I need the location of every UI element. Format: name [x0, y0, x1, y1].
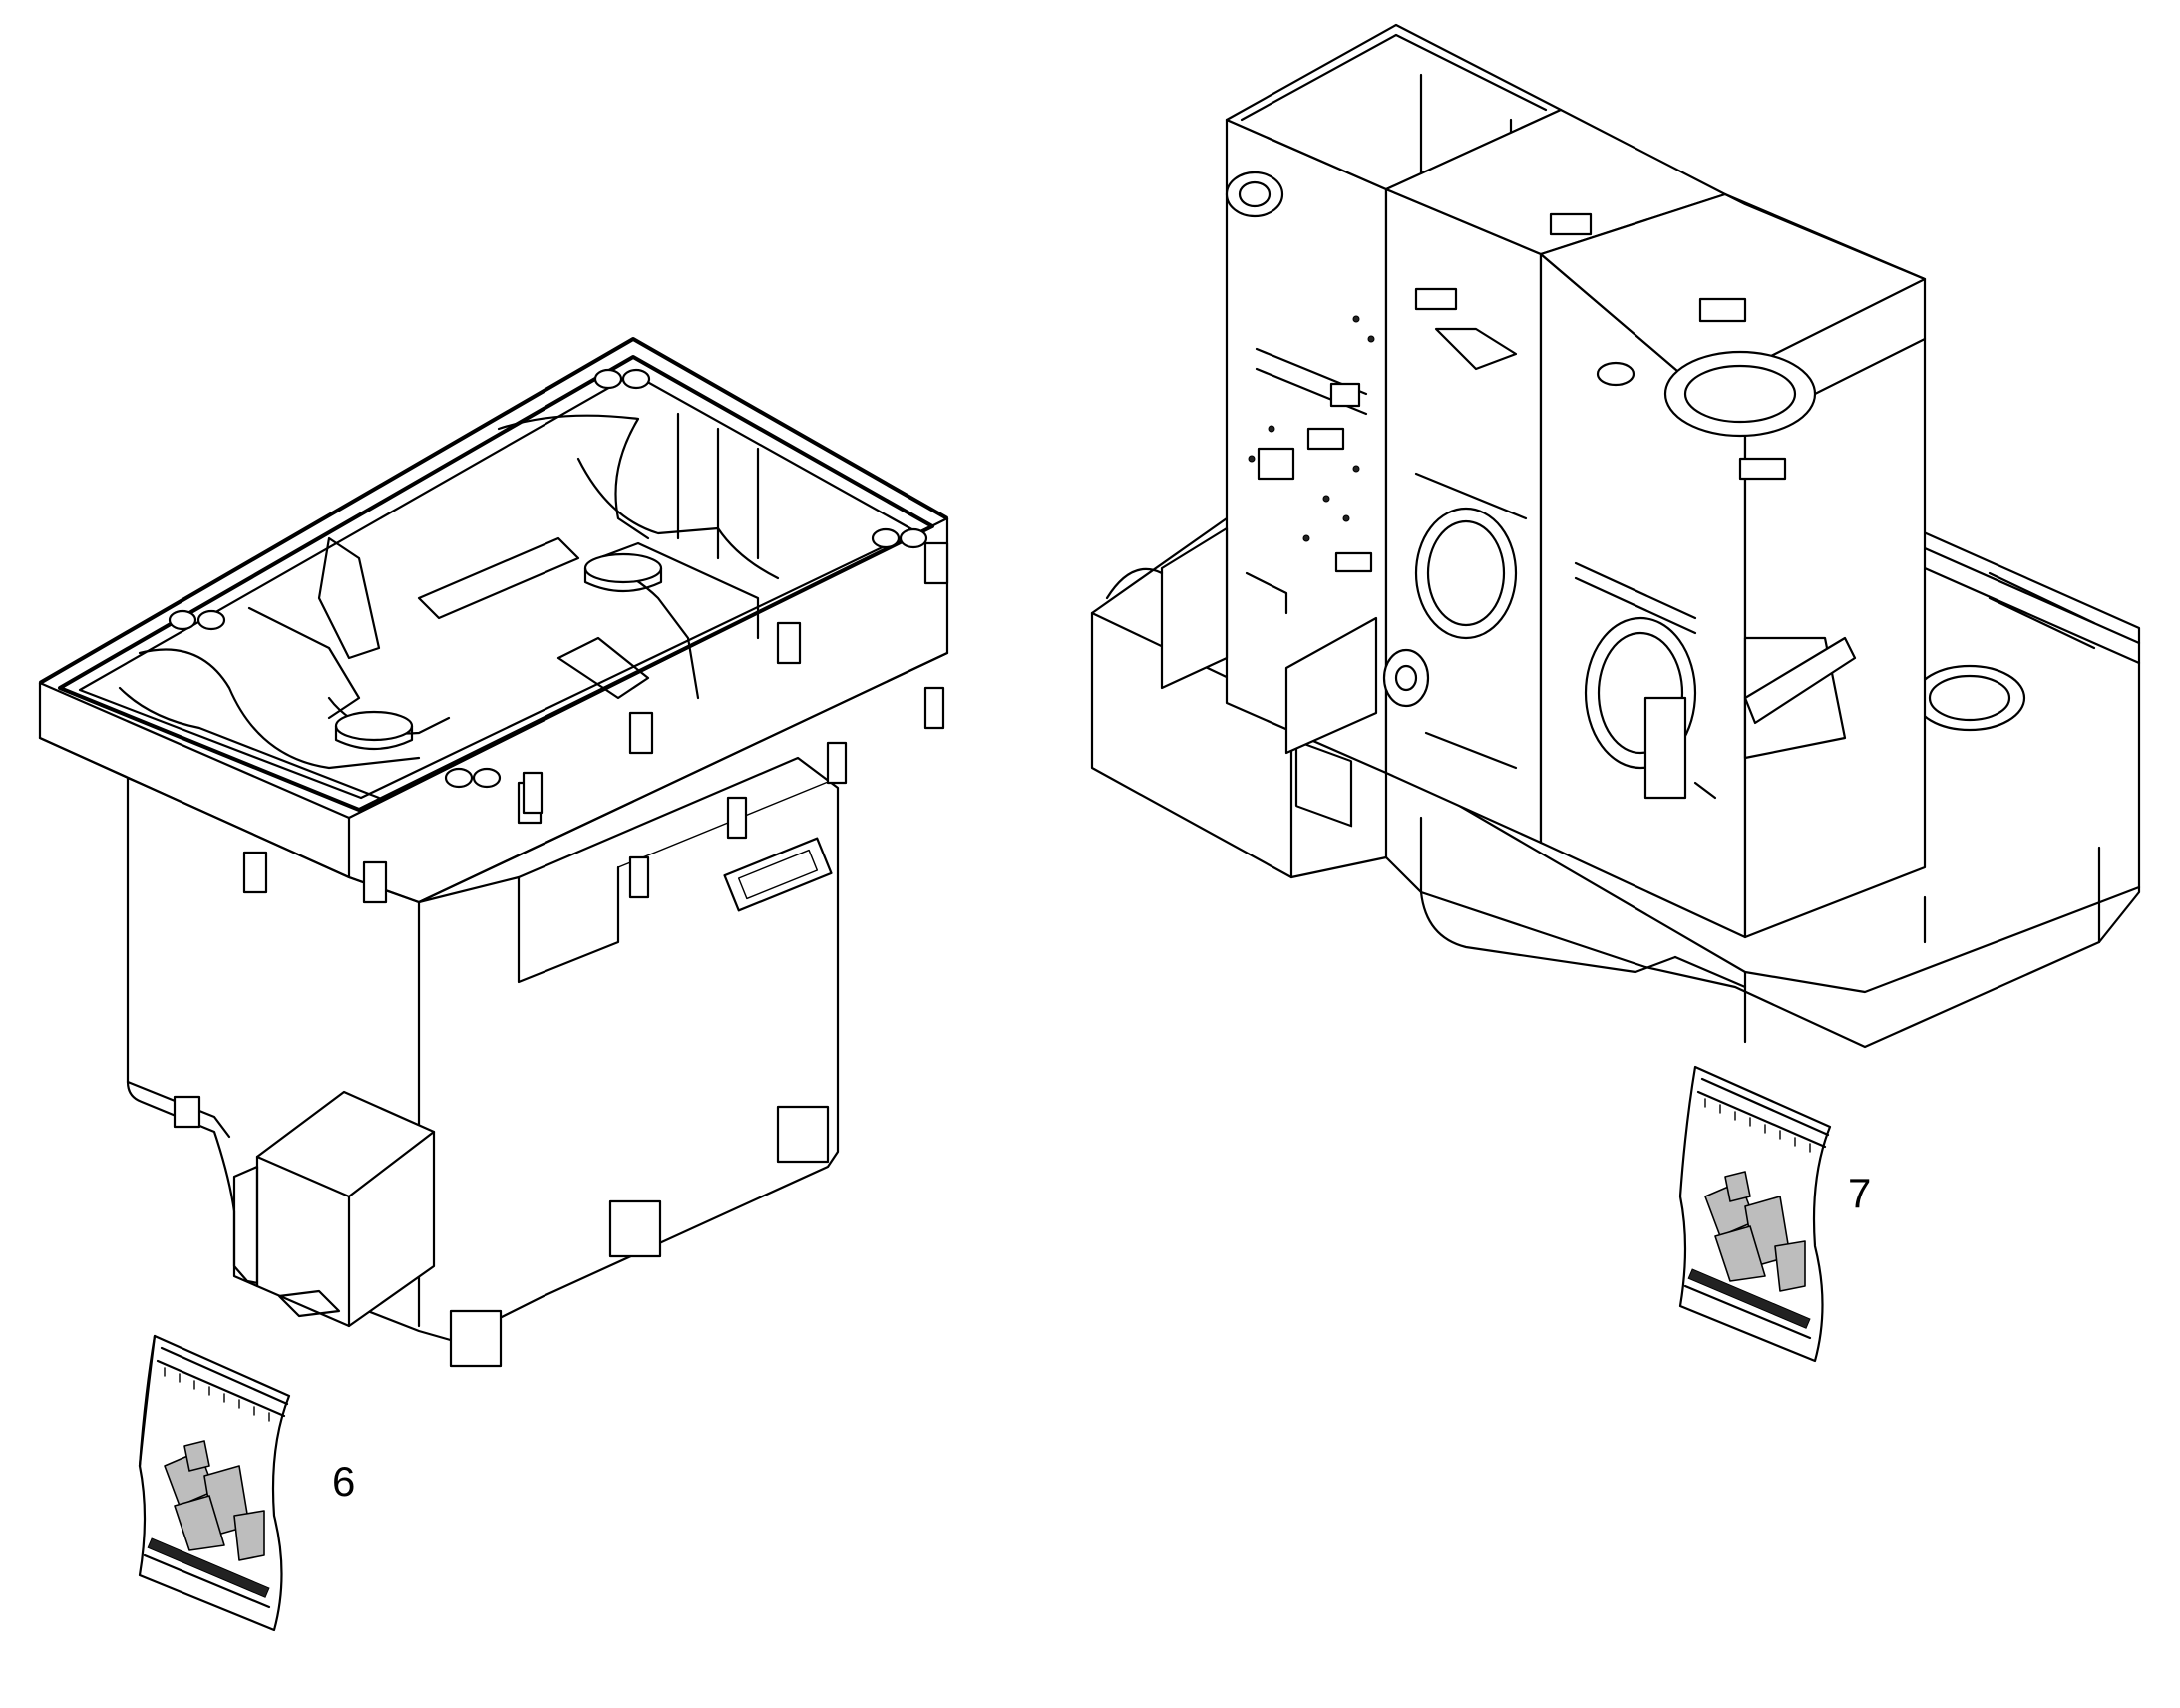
machine-column-housing-icon [1090, 23, 2141, 1049]
callout-number-bag-right: 7 [1848, 1170, 1872, 1216]
machine-base-frame-icon [38, 337, 949, 1368]
callout-number-bag-left: 6 [332, 1458, 356, 1505]
parts-bag-icon [138, 1334, 291, 1632]
parts-bag-icon [1678, 1065, 1832, 1363]
mounting-pads [173, 541, 949, 1129]
bolt-dots [1248, 315, 1375, 542]
corner-holes [168, 368, 928, 789]
